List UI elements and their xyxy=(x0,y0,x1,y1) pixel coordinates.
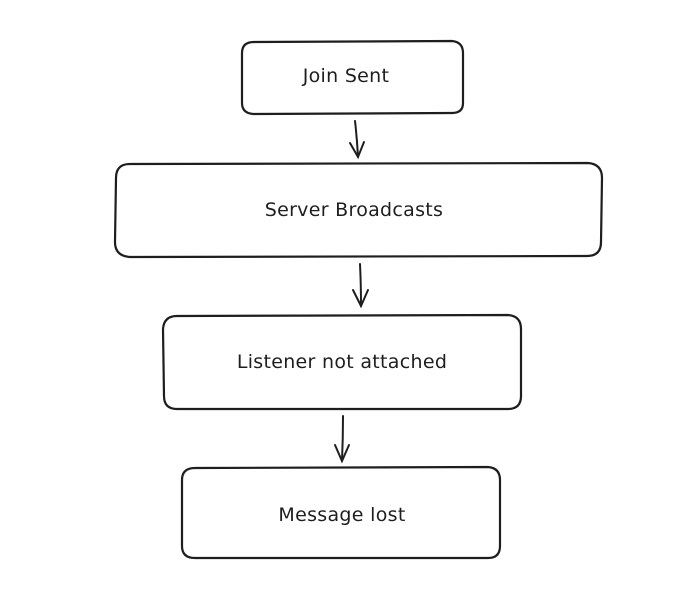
edge-join-to-server xyxy=(349,120,365,160)
node-server-broadcasts-box xyxy=(113,161,604,259)
node-listener-not-attached[interactable]: Listener not attached xyxy=(161,313,523,411)
node-join-sent-box xyxy=(240,39,465,116)
node-message-lost-label: Message lost xyxy=(278,504,405,526)
node-join-sent-label: Join Sent xyxy=(302,65,390,87)
edge-listener-to-message-line xyxy=(341,415,344,462)
edge-listener-to-message xyxy=(334,415,350,464)
node-join-sent[interactable]: Join Sent xyxy=(240,39,465,116)
node-listener-not-attached-label: Listener not attached xyxy=(237,351,447,373)
node-message-lost[interactable]: Message lost xyxy=(180,465,502,560)
edge-join-to-server-head xyxy=(349,141,365,160)
node-message-lost-box xyxy=(180,465,502,560)
node-listener-not-attached-box xyxy=(161,313,523,411)
node-server-broadcasts[interactable]: Server Broadcasts xyxy=(113,161,604,259)
edge-server-to-listener-head xyxy=(352,289,369,309)
node-server-broadcasts-label: Server Broadcasts xyxy=(265,199,444,221)
edge-server-to-listener-line xyxy=(359,263,362,307)
edge-join-to-server-line xyxy=(354,120,359,158)
edge-server-to-listener xyxy=(352,263,369,309)
edge-listener-to-message-head xyxy=(334,444,350,464)
